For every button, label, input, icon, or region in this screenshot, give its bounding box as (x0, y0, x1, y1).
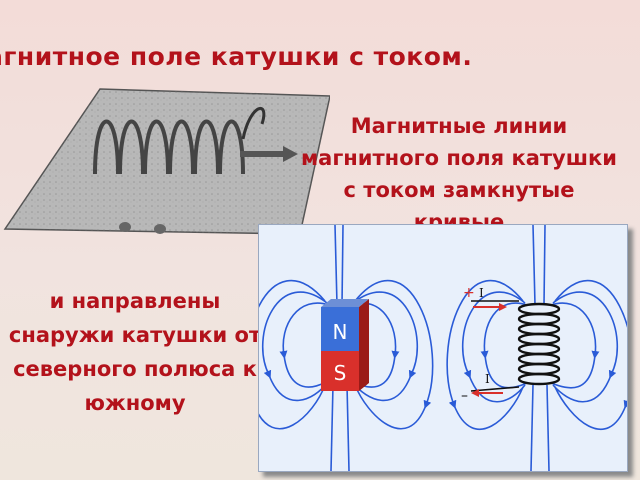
solenoid-coil (470, 300, 561, 392)
direction-caption: и направлены снаружи катушки от северног… (8, 289, 262, 415)
south-pole-label: S (334, 361, 347, 385)
field-lines-diagram: N S (258, 224, 628, 472)
solenoid-field-lines (446, 225, 627, 471)
bar-magnet: N S (321, 299, 369, 391)
plus-terminal: + (463, 285, 475, 301)
minus-terminal: – (461, 388, 468, 404)
north-pole-label: N (333, 320, 348, 344)
current-arrows (471, 303, 507, 397)
coil-photo (3, 88, 330, 235)
slide-title: агнитное поле катушки с током. (0, 42, 473, 71)
magnet-field-lines (259, 225, 434, 471)
current-label-top: I (479, 286, 484, 300)
field-lines-caption: Магнитные линии магнитного поля катушки … (300, 114, 617, 234)
current-label-bottom: I (485, 372, 490, 386)
